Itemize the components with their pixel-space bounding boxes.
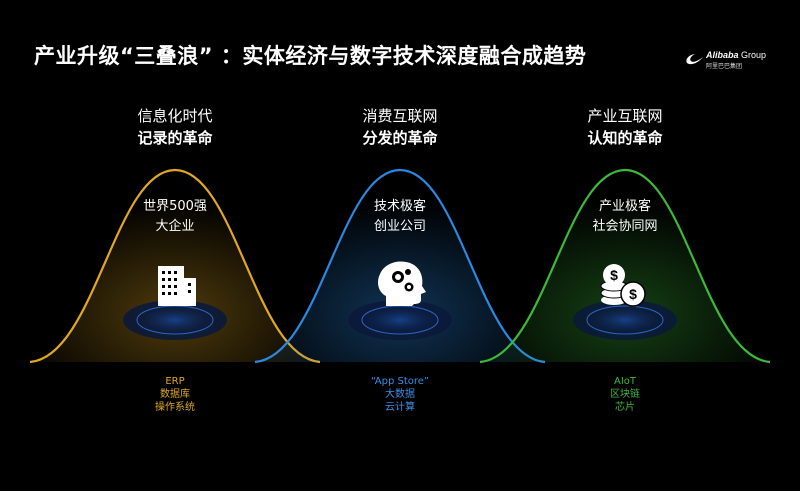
svg-text:$: $: [629, 286, 637, 302]
wave-2-players: 技术极客 创业公司: [340, 197, 460, 237]
player-label: 技术极客: [373, 199, 426, 214]
tech-label: 云计算: [385, 402, 415, 413]
tech-label: 区块链: [610, 389, 640, 400]
platform-disc-2: [348, 300, 452, 340]
era-revolution: 分发的革命: [362, 129, 438, 147]
tech-label: 芯片: [615, 402, 635, 413]
player-label: 大企业: [155, 219, 195, 234]
wave-1-tech: ERP 数据库 操作系统: [105, 375, 245, 414]
wave-1-players: 世界500强 大企业: [115, 197, 235, 237]
page-title: 产业升级“三叠浪” ：实体经济与数字技术深度融合成趋势: [34, 44, 587, 68]
platform-disc-3: [573, 300, 677, 340]
era-header-2: 消费互联网 分发的革命: [300, 105, 500, 149]
wave-2-tech: “App Store” 大数据 云计算: [330, 375, 470, 414]
alibaba-logo-icon: [686, 54, 703, 65]
platform-disc-1: [123, 300, 227, 340]
wave-industrial-internet: [479, 168, 771, 364]
alibaba-group-logo: Alibaba Group 阿里巴巴集团: [684, 48, 784, 72]
brain-gears-icon: [378, 261, 426, 306]
tech-label: ERP: [165, 376, 185, 387]
tech-label: 操作系统: [155, 402, 195, 413]
era-revolution: 记录的革命: [137, 129, 213, 147]
logo-chinese-text: 阿里巴巴集团: [706, 63, 743, 70]
tech-label: “App Store”: [370, 376, 430, 387]
era-name: 信息化时代: [137, 107, 213, 125]
player-label: 创业公司: [373, 219, 426, 234]
tech-label: 大数据: [385, 389, 415, 400]
wave-3-players: 产业极客 社会协同网: [565, 197, 685, 237]
era-name: 消费互联网: [362, 107, 438, 125]
player-label: 产业极客: [598, 199, 651, 214]
era-name: 产业互联网: [587, 107, 663, 125]
era-revolution: 认知的革命: [587, 129, 663, 147]
logo-brand-text: Alibaba Group: [706, 50, 767, 60]
wave-3-tech: AIoT 区块链 芯片: [555, 375, 695, 414]
building-icon: [158, 266, 196, 306]
svg-text:$: $: [610, 267, 618, 283]
era-header-3: 产业互联网 认知的革命: [525, 105, 725, 149]
coins-icon: $ $: [600, 264, 646, 307]
player-label: 世界500强: [143, 199, 207, 214]
era-header-1: 信息化时代 记录的革命: [75, 105, 275, 149]
player-label: 社会协同网: [592, 219, 658, 234]
tech-label: 数据库: [160, 389, 190, 400]
tech-label: AIoT: [613, 376, 637, 387]
